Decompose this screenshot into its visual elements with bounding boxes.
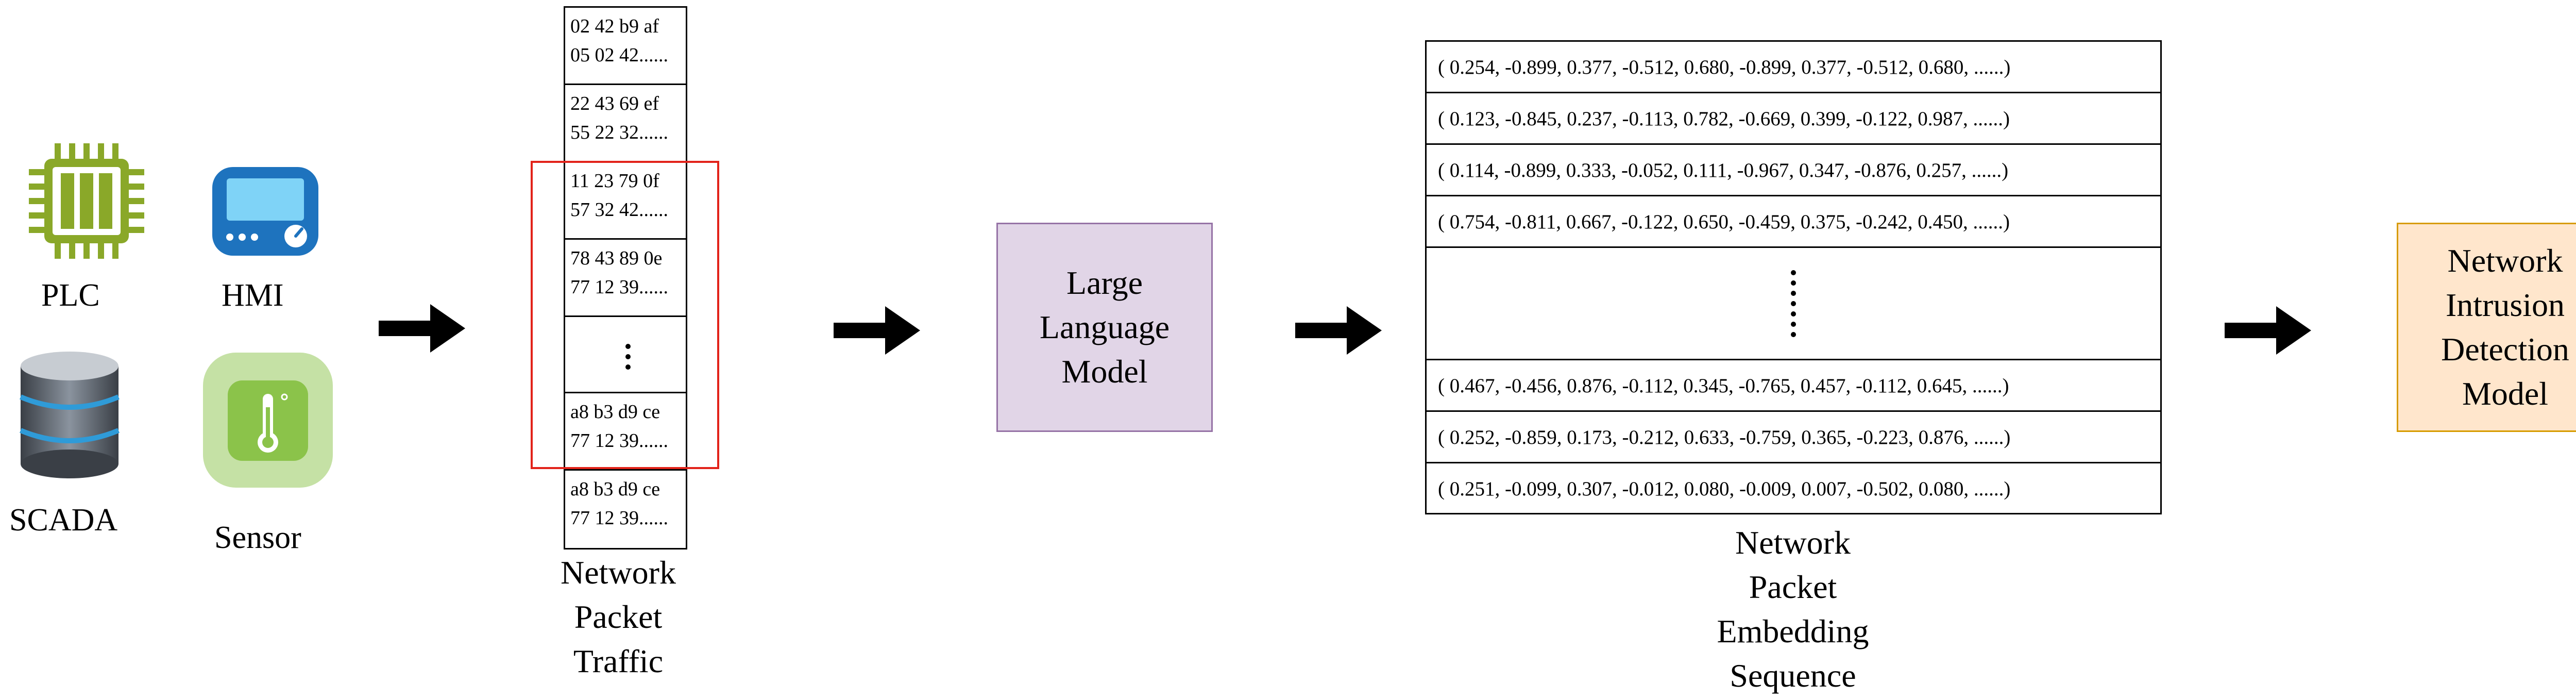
embedding-table: ( 0.254, -0.899, 0.377, -0.512, 0.680, -… bbox=[1425, 40, 2162, 514]
packet-cell: 11 23 79 0f 57 32 42...... bbox=[565, 162, 686, 240]
scada-label: SCADA bbox=[9, 503, 118, 538]
embedding-row: ( 0.252, -0.859, 0.173, -0.212, 0.633, -… bbox=[1427, 412, 2160, 463]
embedding-row: ( 0.123, -0.845, 0.237, -0.113, 0.782, -… bbox=[1427, 93, 2160, 145]
packet-cell: a8 b3 d9 ce 77 12 39...... bbox=[565, 393, 686, 471]
embedding-row: ( 0.754, -0.811, 0.667, -0.122, 0.650, -… bbox=[1427, 196, 2160, 248]
packet-cell: a8 b3 d9 ce 77 12 39...... bbox=[570, 478, 668, 529]
embedding-caption: Network Packet Embedding Sequence bbox=[1717, 524, 1869, 694]
right-arrow-icon bbox=[2225, 306, 2311, 355]
hmi-panel-icon bbox=[212, 167, 318, 256]
embedding-ellipsis bbox=[1427, 248, 2160, 360]
embedding-row: ( 0.114, -0.899, 0.333, -0.052, 0.111, -… bbox=[1427, 145, 2160, 196]
embedding-row: ( 0.251, -0.099, 0.307, -0.012, 0.080, -… bbox=[1438, 478, 2011, 500]
packet-cell: 02 42 b9 af 05 02 42...... bbox=[565, 8, 686, 85]
nids-label: Network Intrusion Detection Model bbox=[2441, 242, 2569, 412]
plc-device: PLC bbox=[10, 139, 144, 325]
scada-device: SCADA bbox=[0, 351, 144, 546]
right-arrow-icon bbox=[379, 304, 465, 353]
llm-label: Large Language Model bbox=[1039, 264, 1170, 390]
embedding-row: ( 0.467, -0.456, 0.876, -0.112, 0.345, -… bbox=[1427, 360, 2160, 412]
hmi-device: HMI bbox=[206, 165, 330, 320]
plc-chip-icon bbox=[29, 143, 144, 259]
packet-cell: 22 43 69 ef 55 22 32...... bbox=[565, 85, 686, 162]
sensor-device: Sensor bbox=[196, 351, 340, 567]
scada-database-icon bbox=[20, 352, 120, 478]
sensor-label: Sensor bbox=[214, 520, 301, 555]
packet-ellipsis bbox=[565, 317, 686, 393]
sensor-thermometer-icon bbox=[203, 353, 333, 488]
right-arrow-icon bbox=[834, 306, 920, 355]
hmi-label: HMI bbox=[222, 278, 284, 313]
nids-box: Network Intrusion Detection Model bbox=[2397, 223, 2576, 432]
plc-label: PLC bbox=[41, 278, 100, 313]
right-arrow-icon bbox=[1295, 306, 1382, 355]
embedding-row: ( 0.254, -0.899, 0.377, -0.512, 0.680, -… bbox=[1427, 42, 2160, 93]
traffic-caption: Network Packet Traffic bbox=[561, 554, 676, 679]
packet-window-highlight bbox=[531, 161, 719, 469]
packet-cell: 78 43 89 0e 77 12 39...... bbox=[565, 240, 686, 317]
llm-box: Large Language Model bbox=[996, 223, 1213, 432]
